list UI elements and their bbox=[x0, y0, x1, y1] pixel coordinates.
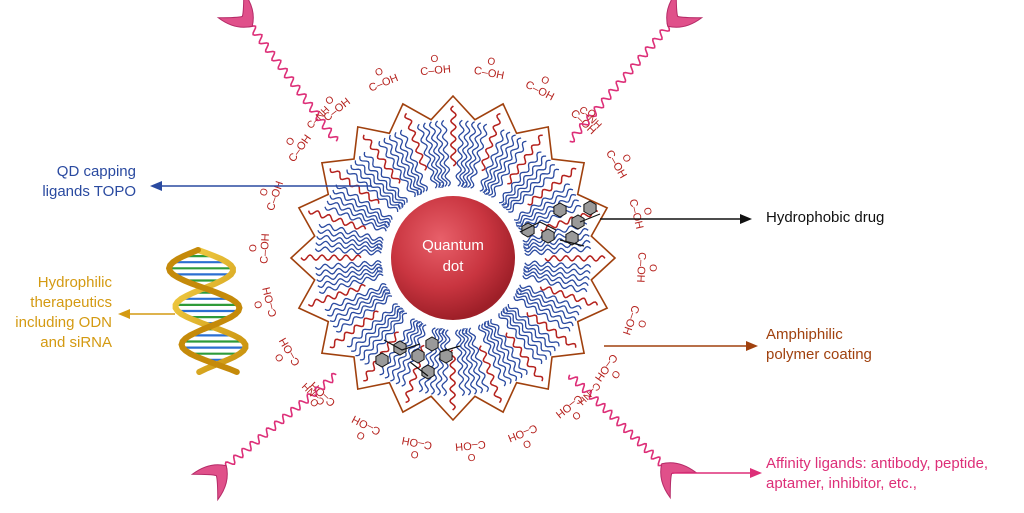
svg-text:C–OH: C–OH bbox=[603, 148, 629, 181]
polymer-label: Amphiphilic polymer coating bbox=[766, 325, 872, 365]
svg-text:C–OH: C–OH bbox=[420, 63, 452, 78]
svg-text:O: O bbox=[523, 242, 529, 251]
svg-text:O: O bbox=[258, 187, 271, 198]
svg-text:C–OH: C–OH bbox=[277, 335, 303, 368]
svg-text:O: O bbox=[438, 181, 444, 190]
svg-text:O: O bbox=[502, 202, 508, 211]
svg-text:O: O bbox=[461, 327, 467, 336]
svg-text:O: O bbox=[377, 242, 383, 251]
hydrophilic-arrow bbox=[118, 309, 175, 319]
svg-text:C–OH: C–OH bbox=[455, 438, 487, 453]
affinity-arrow bbox=[672, 468, 762, 478]
svg-text:O: O bbox=[461, 181, 467, 190]
hydrophilic-label-line2: therapeutics bbox=[30, 294, 112, 311]
topo-arrow bbox=[150, 181, 372, 191]
drug-label-line1: Hydrophobic drug bbox=[766, 209, 885, 226]
svg-text:O: O bbox=[398, 306, 404, 315]
svg-text:O: O bbox=[430, 54, 439, 66]
drug-label: Hydrophobic drug bbox=[766, 208, 884, 228]
hydrophilic-label-line3: including ODN bbox=[15, 314, 112, 331]
topo-label-line1: QD capping bbox=[56, 163, 136, 180]
affinity-label: Affinity ligands: antibody, peptide, apt… bbox=[766, 454, 988, 494]
svg-text:O: O bbox=[416, 188, 422, 197]
polymer-arrow bbox=[604, 341, 758, 351]
drug-arrow bbox=[600, 214, 752, 224]
amphiphilic-polymer-ring bbox=[289, 94, 617, 422]
affinity-label-line2: aptamer, inhibitor, etc., bbox=[766, 475, 917, 492]
svg-text:O: O bbox=[516, 220, 522, 229]
svg-text:O: O bbox=[410, 448, 420, 460]
svg-text:O: O bbox=[521, 437, 533, 450]
svg-text:O: O bbox=[398, 202, 404, 211]
svg-text:O: O bbox=[647, 264, 658, 273]
svg-text:O: O bbox=[483, 188, 489, 197]
svg-text:C–OH: C–OH bbox=[473, 65, 505, 83]
svg-text:O: O bbox=[641, 206, 654, 216]
quantum-dot-core bbox=[391, 196, 515, 320]
svg-text:O: O bbox=[416, 320, 422, 329]
hydrophilic-label: Hydrophilic therapeutics including ODN a… bbox=[0, 273, 112, 353]
svg-text:O: O bbox=[635, 318, 648, 329]
svg-text:O: O bbox=[377, 266, 383, 275]
svg-text:O: O bbox=[248, 244, 259, 253]
core-label-line2: dot bbox=[443, 258, 465, 275]
svg-text:O: O bbox=[486, 56, 496, 68]
svg-text:O: O bbox=[384, 288, 390, 297]
svg-text:O: O bbox=[483, 320, 489, 329]
svg-text:C–OH: C–OH bbox=[401, 434, 433, 452]
affinity-label-line1: Affinity ligands: antibody, peptide, bbox=[766, 455, 989, 472]
dna-helix-icon bbox=[165, 247, 249, 375]
hydrophilic-label-line4: and siRNA bbox=[40, 334, 112, 351]
svg-text:O: O bbox=[374, 66, 386, 79]
svg-text:C–OH: C–OH bbox=[634, 252, 648, 283]
core-label-line1: Quantum bbox=[422, 237, 484, 254]
svg-text:O: O bbox=[523, 266, 529, 275]
svg-text:C–OH: C–OH bbox=[258, 233, 272, 264]
topo-label: QD capping ligands TOPO bbox=[16, 162, 136, 202]
polymer-label-line1: Amphiphilic bbox=[766, 326, 843, 343]
svg-text:O: O bbox=[467, 451, 476, 463]
svg-text:O: O bbox=[516, 288, 522, 297]
svg-text:O: O bbox=[502, 306, 508, 315]
hydrophobic-drug-molecules bbox=[375, 200, 601, 380]
polymer-label-line2: polymer coating bbox=[766, 346, 872, 363]
svg-text:O: O bbox=[253, 299, 266, 309]
svg-text:O: O bbox=[384, 220, 390, 229]
hydrophilic-label-line1: Hydrophilic bbox=[37, 274, 112, 291]
topo-label-line2: ligands TOPO bbox=[42, 183, 136, 200]
svg-text:O: O bbox=[438, 327, 444, 336]
